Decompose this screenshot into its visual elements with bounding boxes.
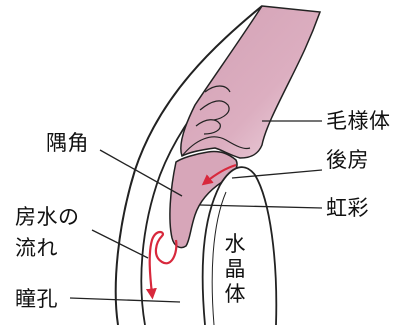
posterior-chamber-label: 後房 — [326, 148, 369, 172]
lens-label-char-1: 水 — [222, 232, 248, 257]
angle-pointer — [100, 150, 182, 196]
angle-label: 隅角 — [46, 131, 89, 155]
aqueous-flow-label-line1: 房水の — [15, 205, 80, 229]
pupil-label: 瞳孔 — [15, 287, 58, 311]
lens-label-char-3: 体 — [222, 282, 248, 307]
aqueous-flow-label-line2: 流れ — [15, 236, 58, 260]
lens-label-char-2: 晶 — [222, 257, 248, 282]
ciliary-body-shape — [181, 6, 320, 158]
lens-label: 水 晶 体 — [222, 232, 248, 307]
pupil-pointer — [70, 298, 180, 302]
ciliary-body-label: 毛様体 — [326, 109, 391, 133]
iris-label: 虹彩 — [326, 196, 369, 220]
